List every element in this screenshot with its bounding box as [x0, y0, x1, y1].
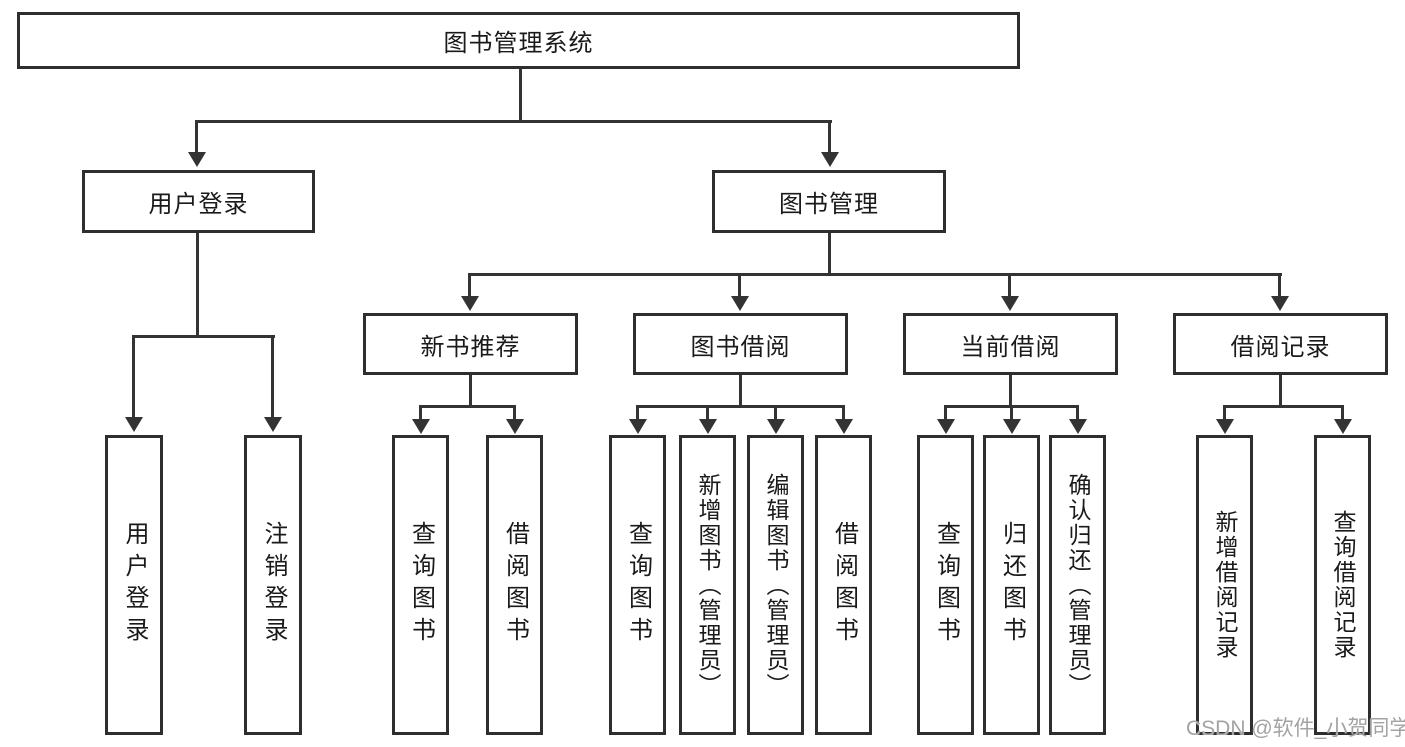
arrow-down-icon: [468, 273, 471, 296]
connector-group-stub: [1009, 375, 1012, 405]
arrow-down-icon: [1223, 405, 1226, 419]
node-book-management: 图书管理: [712, 170, 946, 233]
connector-group-hline: [1223, 405, 1344, 408]
connector-level2-hline: [196, 120, 832, 123]
arrow-down-icon: [1278, 273, 1281, 296]
leaf-confirm-return-admin: 确认归还（管理员）: [1049, 435, 1106, 735]
connector-group-stub: [1279, 375, 1282, 405]
arrow-down-icon: [419, 405, 422, 419]
arrow-down-icon: [706, 405, 709, 419]
arrow-down-icon: [828, 120, 831, 152]
arrow-down-icon: [944, 405, 947, 419]
arrow-down-icon: [513, 405, 516, 419]
connector-group-hline: [419, 405, 516, 408]
arrow-down-icon: [195, 120, 198, 152]
arrow-down-icon: [738, 273, 741, 296]
node-book-borrowing: 图书借阅: [633, 313, 848, 375]
connector-level3-hline: [469, 273, 1282, 276]
leaf-logout: 注销登录: [244, 435, 302, 735]
node-current-borrowing: 当前借阅: [903, 313, 1118, 375]
leaf-user-login: 用户登录: [105, 435, 163, 735]
arrow-down-icon: [842, 405, 845, 419]
leaf-return-books: 归还图书: [983, 435, 1040, 735]
leaf-query-borrow-record: 查询借阅记录: [1314, 435, 1371, 735]
leaf-borrow-books: 借阅图书: [486, 435, 543, 735]
leaf-edit-books-admin: 编辑图书（管理员）: [747, 435, 804, 735]
arrow-down-icon: [636, 405, 639, 419]
leaf-query-books: 查询图书: [392, 435, 449, 735]
arrow-down-icon: [271, 335, 274, 417]
leaf-add-books-admin: 新增图书（管理员）: [679, 435, 736, 735]
arrow-down-icon: [1008, 273, 1011, 296]
connector-group-stub: [739, 375, 742, 405]
node-user-login: 用户登录: [82, 170, 315, 233]
leaf-query-books: 查询图书: [609, 435, 666, 735]
leaf-borrow-books: 借阅图书: [815, 435, 872, 735]
connector-group-hline: [636, 405, 845, 408]
arrow-down-icon: [1341, 405, 1344, 419]
connector-root-stub: [519, 69, 522, 120]
connector-user-login-stub: [196, 233, 199, 335]
connector-user-login-hline: [132, 335, 275, 338]
connector-group-stub: [469, 375, 472, 405]
arrow-down-icon: [774, 405, 777, 419]
leaf-query-books: 查询图书: [917, 435, 974, 735]
arrow-down-icon: [1076, 405, 1079, 419]
watermark: CSDN @软件_小贺同学: [1186, 717, 1405, 740]
arrow-down-icon: [132, 335, 135, 417]
connector-book-mgmt-stub: [828, 233, 831, 273]
node-borrowing-records: 借阅记录: [1173, 313, 1388, 375]
arrow-down-icon: [1010, 405, 1013, 419]
node-new-book-recommendation: 新书推荐: [363, 313, 578, 375]
leaf-add-borrow-record: 新增借阅记录: [1196, 435, 1253, 735]
node-root: 图书管理系统: [17, 12, 1020, 69]
